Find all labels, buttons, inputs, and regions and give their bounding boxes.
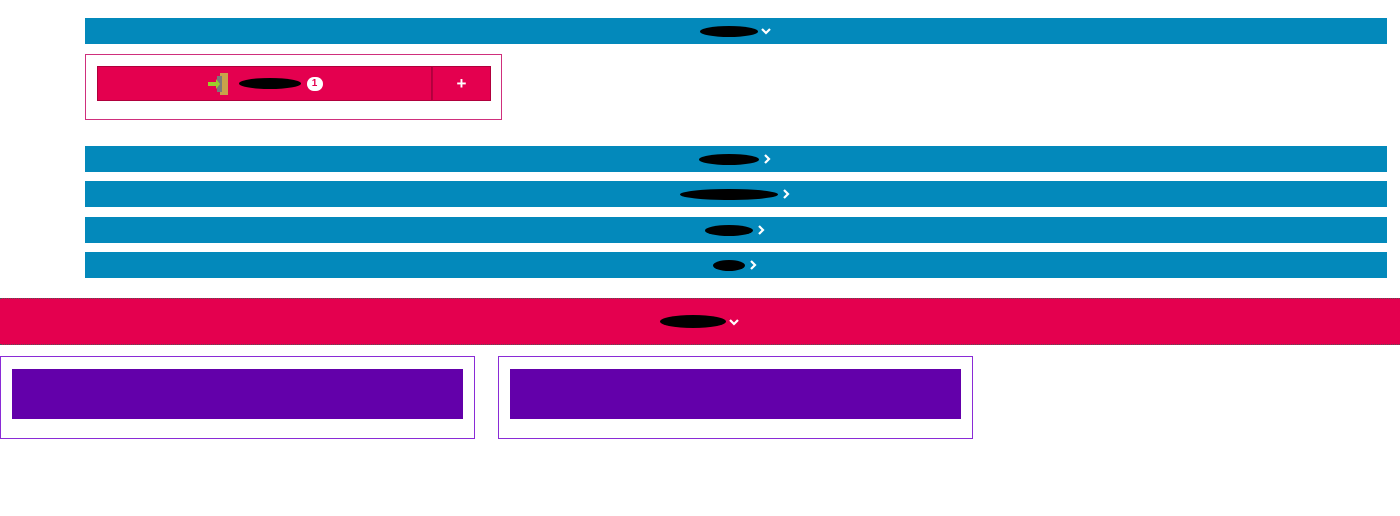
section-header-expanded[interactable] <box>0 298 1400 345</box>
accordion-header-collapsed[interactable] <box>85 252 1387 278</box>
accordion-header-collapsed[interactable] <box>85 146 1387 172</box>
accordion-header-collapsed[interactable] <box>85 217 1387 243</box>
redacted-label <box>699 153 759 165</box>
tile-button[interactable] <box>510 369 961 419</box>
redacted-label <box>700 25 758 37</box>
redacted-label <box>705 224 753 236</box>
chevron-right-icon <box>747 259 759 271</box>
add-button[interactable]: + <box>432 66 491 101</box>
item-button[interactable]: 1 <box>97 66 432 101</box>
chevron-right-icon <box>755 224 767 236</box>
tile-card <box>498 356 973 439</box>
redacted-label <box>238 78 301 89</box>
redacted-label <box>660 315 726 328</box>
accordion-header-expanded[interactable] <box>85 18 1387 44</box>
redacted-label <box>680 188 778 200</box>
chevron-right-icon <box>761 153 773 165</box>
paint-brush-icon <box>207 72 231 96</box>
item-card: 1 + <box>85 54 502 120</box>
accordion-header-collapsed[interactable] <box>85 181 1387 207</box>
tile-button[interactable] <box>12 369 463 419</box>
chevron-down-icon <box>760 25 772 37</box>
chevron-right-icon <box>780 188 792 200</box>
redacted-label <box>713 259 745 271</box>
count-badge: 1 <box>306 76 323 91</box>
tile-card <box>0 356 475 439</box>
chevron-down-icon <box>728 316 740 328</box>
